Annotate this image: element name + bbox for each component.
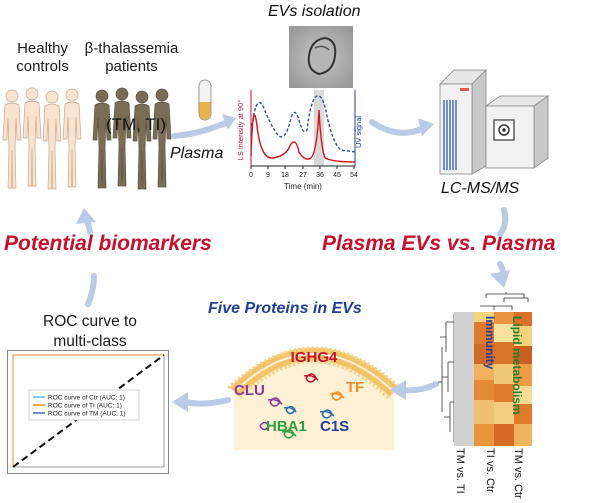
roc-legend-box <box>28 389 140 421</box>
patient-types-label: (TM, TI) <box>105 115 167 134</box>
heatmap: Immunity Lipid metabolism <box>438 292 532 446</box>
clu-protein-icon <box>267 397 283 407</box>
patient-people-figures <box>92 87 172 190</box>
heatmap-column-label: TI vs. Ctr <box>484 448 496 493</box>
collected-fraction-band <box>314 90 324 166</box>
heatmap-label-immunity: Immunity <box>483 316 497 370</box>
heatmap-column-label: TM vs. TI <box>454 448 466 494</box>
roc-legend-ctr: ROC curve of Ctr (AUC: 1) <box>48 395 125 402</box>
test-tube-icon <box>198 79 212 121</box>
plasma-label: Plasma <box>170 145 224 162</box>
ev-isolation-label: EVs isolation <box>268 3 361 20</box>
tick-label: 27 <box>299 172 307 179</box>
vesicle-diagram: IGHG4 CLU TF HBA1 C1S <box>226 346 402 450</box>
hba1-protein-icon <box>281 429 297 439</box>
potential-biomarkers-title: Potential biomarkers <box>4 232 212 255</box>
tick-label: 0 <box>249 172 253 179</box>
tick-label: 18 <box>281 172 289 179</box>
tick-label: 9 <box>266 172 270 179</box>
tf-protein-icon <box>329 391 345 401</box>
arrow-to-plasma <box>171 114 236 139</box>
roc-legend-ti: ROC curve of TI (AUC: 1) <box>48 403 122 410</box>
protein-label-clu: CLU <box>234 382 265 399</box>
protein-label-ighg4: IGHG4 <box>291 349 338 366</box>
row-dendrogram <box>438 314 455 442</box>
chromatogram-plot: 0 9 18 27 36 45 54 Time (min) LS intensi… <box>236 90 363 191</box>
uv-signal-line <box>250 95 356 153</box>
protein-label-tf: TF <box>346 379 364 396</box>
extra-protein-icon <box>283 405 297 415</box>
tick-label: 45 <box>333 172 341 179</box>
roc-title: ROC curve to multi-class <box>43 313 137 350</box>
comparison-title: Plasma EVs vs. Plasma <box>322 232 556 255</box>
x-axis-label: Time (min) <box>284 182 322 191</box>
arrow-to-vesicle <box>390 380 439 400</box>
arrow-to-roc <box>172 392 231 412</box>
lcms-instrument-image <box>439 69 550 175</box>
heatmap-label-lipid: Lipid metabolism <box>510 316 524 415</box>
ls-intensity-line <box>250 109 356 163</box>
em-micrograph-image <box>289 26 353 88</box>
left-axis-label: LS intensity at 90° <box>236 100 245 161</box>
protein-label-c1s: C1S <box>320 418 349 435</box>
patients-label: β-thalassemia patients <box>84 40 179 75</box>
lcms-label: LC-MS/MS <box>441 180 520 197</box>
right-axis-label: UV signal <box>354 116 363 148</box>
c1s-protein-icon <box>319 409 335 419</box>
heatmap-cells <box>474 312 532 446</box>
arrow-to-lcms <box>369 118 434 136</box>
roc-plot: ROC curve of Ctr (AUC: 1) ROC curve of T… <box>7 350 169 474</box>
arrow-up-to-people <box>76 208 97 307</box>
ighg4-protein-icon <box>303 373 319 383</box>
arrow-down-to-heatmap <box>490 207 510 288</box>
five-proteins-title: Five Proteins in EVs <box>208 300 362 317</box>
tick-label: 54 <box>350 172 358 179</box>
protein-label-hba1: HBA1 <box>266 418 307 435</box>
roc-legend-tm: ROC curve of TM (AUC: 1) <box>48 411 126 418</box>
tick-label: 36 <box>316 172 324 179</box>
extra-protein-icon <box>259 421 270 431</box>
healthy-people-figures <box>2 87 82 190</box>
heatmap-column-label: TM vs. Ctr <box>512 448 524 499</box>
healthy-controls-label: Healthy controls <box>16 40 69 75</box>
